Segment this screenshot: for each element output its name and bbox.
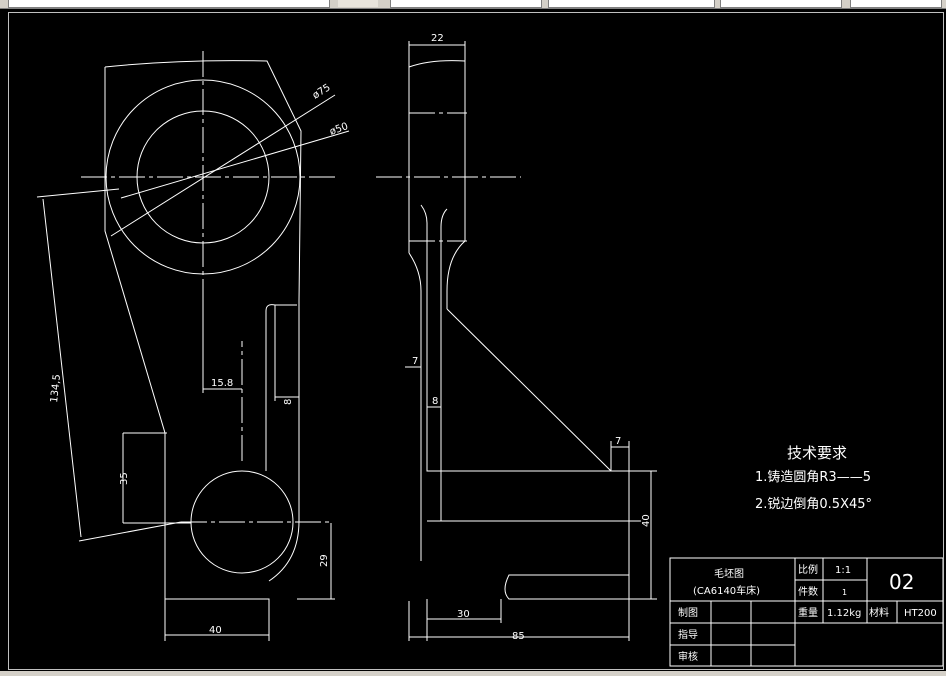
dim-30: 30 (457, 609, 470, 620)
tb-material-value: HT200 (904, 608, 937, 619)
notes-title: 技术要求 (787, 444, 847, 462)
dim-22: 22 (431, 33, 444, 44)
dim-40-right: 40 (641, 514, 652, 527)
tb-drafted: 制图 (678, 606, 698, 619)
tb-guided: 指导 (678, 628, 698, 641)
tb-scale-label: 比例 (798, 563, 818, 576)
layer-dropdown[interactable] (8, 0, 330, 8)
dim-35: 35 (119, 472, 130, 485)
color-dropdown[interactable] (390, 0, 542, 8)
linetype-dropdown[interactable] (548, 0, 715, 8)
drawing-canvas[interactable]: ø75 ø50 134,5 15.8 8 35 29 40 22 7 8 7 4… (8, 12, 944, 670)
side-view (376, 41, 657, 641)
tb-weight-value: 1.12kg (827, 608, 861, 619)
tb-qty-label: 件数 (798, 585, 818, 598)
tb-name: 毛坯图 (714, 568, 744, 580)
dim-40-left: 40 (209, 625, 222, 636)
tb-scale-value: 1:1 (835, 565, 851, 576)
status-strip (0, 671, 946, 676)
tb-drawing-no: 02 (889, 570, 914, 594)
front-view (36, 51, 350, 641)
notes-line2: 2.锐边倒角0.5X45° (755, 497, 872, 512)
tb-part: (CA6140车床) (693, 584, 760, 597)
dim-8b: 8 (432, 396, 438, 407)
tb-reviewed: 审核 (678, 650, 698, 663)
tb-weight-label: 重量 (798, 606, 818, 619)
tb-material-label: 材料 (869, 606, 889, 619)
tool-icons[interactable] (338, 0, 378, 7)
dim-29: 29 (319, 554, 330, 567)
d75-leader (110, 94, 336, 237)
notes-line1: 1.铸造圆角R3——5 (755, 469, 871, 485)
lineweight-dropdown[interactable] (720, 0, 842, 8)
dim-134-5: 134,5 (49, 374, 63, 404)
tb-qty-value: 1 (842, 588, 847, 597)
dim-15-8: 15.8 (211, 378, 233, 389)
dim-7-right: 7 (615, 436, 621, 447)
dim-d50: ø50 (328, 121, 349, 138)
app-toolbar-strip (0, 0, 946, 9)
title-block: 毛坯图 (CA6140车床) 比例 1:1 件数 1 02 制图 重量 1.12… (669, 557, 944, 667)
dim-85: 85 (512, 631, 525, 642)
technical-notes: 技术要求 1.铸造圆角R3——5 2.锐边倒角0.5X45° (755, 444, 872, 512)
plotstyle-dropdown[interactable] (850, 0, 942, 8)
d50-leader (120, 130, 350, 199)
dimension-texts: ø75 ø50 134,5 15.8 8 35 29 40 22 7 8 7 4… (49, 33, 652, 642)
dim-8a: 8 (283, 399, 294, 405)
dim-7-left: 7 (412, 356, 418, 367)
cad-drawing: ø75 ø50 134,5 15.8 8 35 29 40 22 7 8 7 4… (36, 33, 944, 667)
